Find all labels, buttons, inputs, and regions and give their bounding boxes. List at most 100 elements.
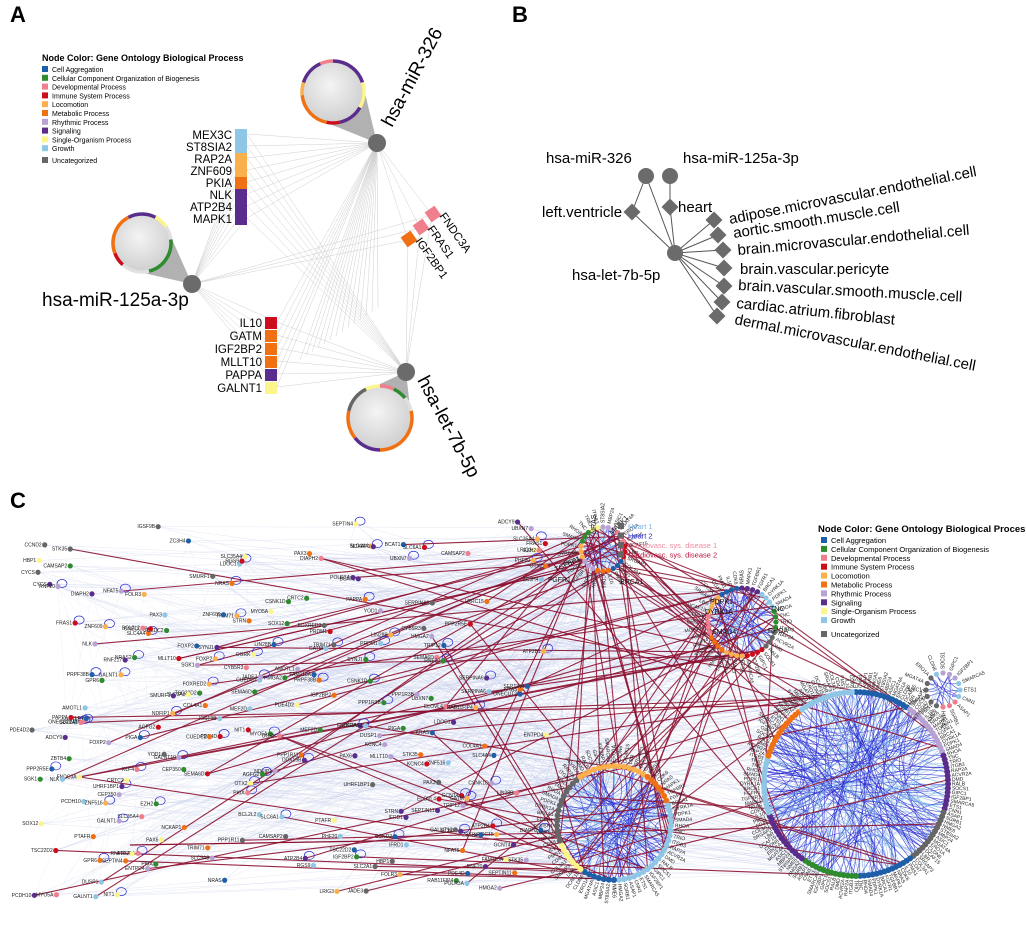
gene-node	[705, 619, 711, 625]
group3-gene-label: PAPPA	[225, 370, 262, 382]
gene-node	[38, 821, 44, 827]
gene-label: BCL2L2	[122, 626, 140, 632]
gene-node	[707, 629, 713, 636]
gene-label: ASAP1	[862, 672, 869, 689]
gene-node	[514, 519, 521, 525]
gene-label: MAPK1	[745, 567, 754, 585]
gene-label: AMOTL1	[62, 705, 82, 711]
gene-node	[558, 797, 565, 804]
gene-label: TRIO	[582, 514, 593, 527]
gene-label: SLC2A1	[59, 720, 78, 726]
hub-label: NRAS	[591, 514, 598, 534]
mirna-label-let7b: hsa-let-7b-5p	[413, 372, 484, 481]
gene-node	[194, 662, 201, 668]
gene-label: SLC9A8	[167, 692, 186, 698]
gene-label: STK35	[402, 752, 418, 758]
gene-node	[749, 587, 756, 593]
gene-label: SEPTIN4	[503, 684, 524, 690]
gene-label: ZC3H4	[170, 538, 186, 544]
cluster-legend-swatch	[618, 532, 624, 539]
legend-label: Single-Organism Process	[52, 137, 132, 144]
gene-node	[600, 876, 607, 883]
gene-label: RGS9	[297, 863, 311, 869]
group1-gene-node	[235, 201, 247, 213]
gene-label: CD47	[643, 758, 655, 772]
gene-label: PPP1R11	[218, 838, 240, 844]
gene-node	[600, 763, 607, 770]
gene-node	[421, 544, 428, 550]
gene-label: TRIM71	[187, 845, 205, 851]
gene-node	[484, 598, 490, 605]
gene-node	[353, 521, 359, 527]
gene-node	[421, 625, 427, 632]
gene-label: LIN28B	[254, 642, 271, 648]
gene-node	[621, 876, 628, 883]
c-legend-swatch	[821, 590, 827, 597]
tissue-node	[715, 277, 733, 295]
gene-label: SRGAP3	[822, 671, 833, 692]
gene-node	[611, 877, 617, 883]
gene-node	[528, 525, 534, 532]
gene-label: SLC9A8	[191, 856, 210, 862]
gene-label: FGFR1	[537, 817, 554, 824]
gene-node	[272, 768, 278, 774]
gene-node	[102, 624, 109, 630]
tissue-node	[713, 293, 731, 311]
mirna-label-326: hsa-miR-326	[378, 24, 448, 130]
gene-label: CYCS	[33, 582, 48, 588]
gene-node	[337, 833, 343, 839]
gene-node	[541, 648, 547, 654]
b-mirna-node-let7b	[667, 245, 683, 261]
gene-label: DDX19B	[282, 758, 302, 764]
gene-node	[957, 687, 963, 693]
gene-label: SLC4A4	[472, 753, 491, 759]
panel-label-a: A	[10, 2, 26, 27]
group3-gene-node	[265, 330, 277, 342]
gene-label: ASIC1	[887, 679, 898, 695]
gene-label: PPP1R11	[277, 753, 299, 759]
group1-gene-label: ZNF609	[190, 166, 232, 178]
gene-node	[392, 834, 398, 840]
group2-gene-node	[400, 230, 418, 248]
gene-label: ITGB3	[590, 509, 599, 525]
gene-node	[542, 541, 548, 547]
gene-node	[956, 680, 962, 687]
group3-gene-label: IGF2BP2	[215, 344, 262, 356]
cloud-let7b	[346, 372, 414, 452]
gene-node	[97, 857, 103, 863]
gene-node	[640, 868, 647, 875]
gene-label: CRTC2	[287, 596, 304, 602]
group1-gene-node	[235, 153, 247, 165]
gene-label: UBXN7	[511, 526, 528, 532]
gene-label: ETS1	[739, 660, 745, 673]
b-label-left-ventricle: left.ventricle	[542, 204, 622, 221]
gene-label: IGF2BP2	[333, 854, 354, 860]
gene-node	[242, 553, 248, 559]
group2-gene-node	[424, 205, 442, 223]
gene-node	[739, 585, 745, 591]
gene-label: CNN1	[802, 867, 814, 882]
gene-label: FOXRED2	[298, 623, 322, 629]
gene-label: NRAS	[739, 569, 745, 584]
gene-label: ETS1	[637, 877, 648, 891]
gene-label: PAX3	[294, 551, 307, 557]
gene-label: SGRB1	[622, 883, 631, 901]
gene-node	[140, 625, 146, 631]
gene-node	[723, 649, 730, 655]
gene-node	[556, 837, 563, 844]
gene-node	[194, 643, 200, 649]
gene-node	[585, 529, 592, 536]
gene-node	[665, 802, 672, 809]
gene-label: PTAFR	[315, 818, 331, 824]
gene-label: TGFBR1	[751, 566, 763, 587]
gene-node	[145, 630, 151, 637]
c-legend-swatch	[821, 554, 827, 561]
gene-node	[600, 568, 606, 574]
gene-label: SEPTIN4	[102, 858, 123, 864]
gene-label: ATP2B1	[523, 649, 541, 655]
group1-gene-node	[235, 141, 247, 153]
gene-node	[334, 888, 340, 894]
gene-node	[204, 771, 211, 777]
gene-label: MYO5A	[250, 731, 268, 737]
